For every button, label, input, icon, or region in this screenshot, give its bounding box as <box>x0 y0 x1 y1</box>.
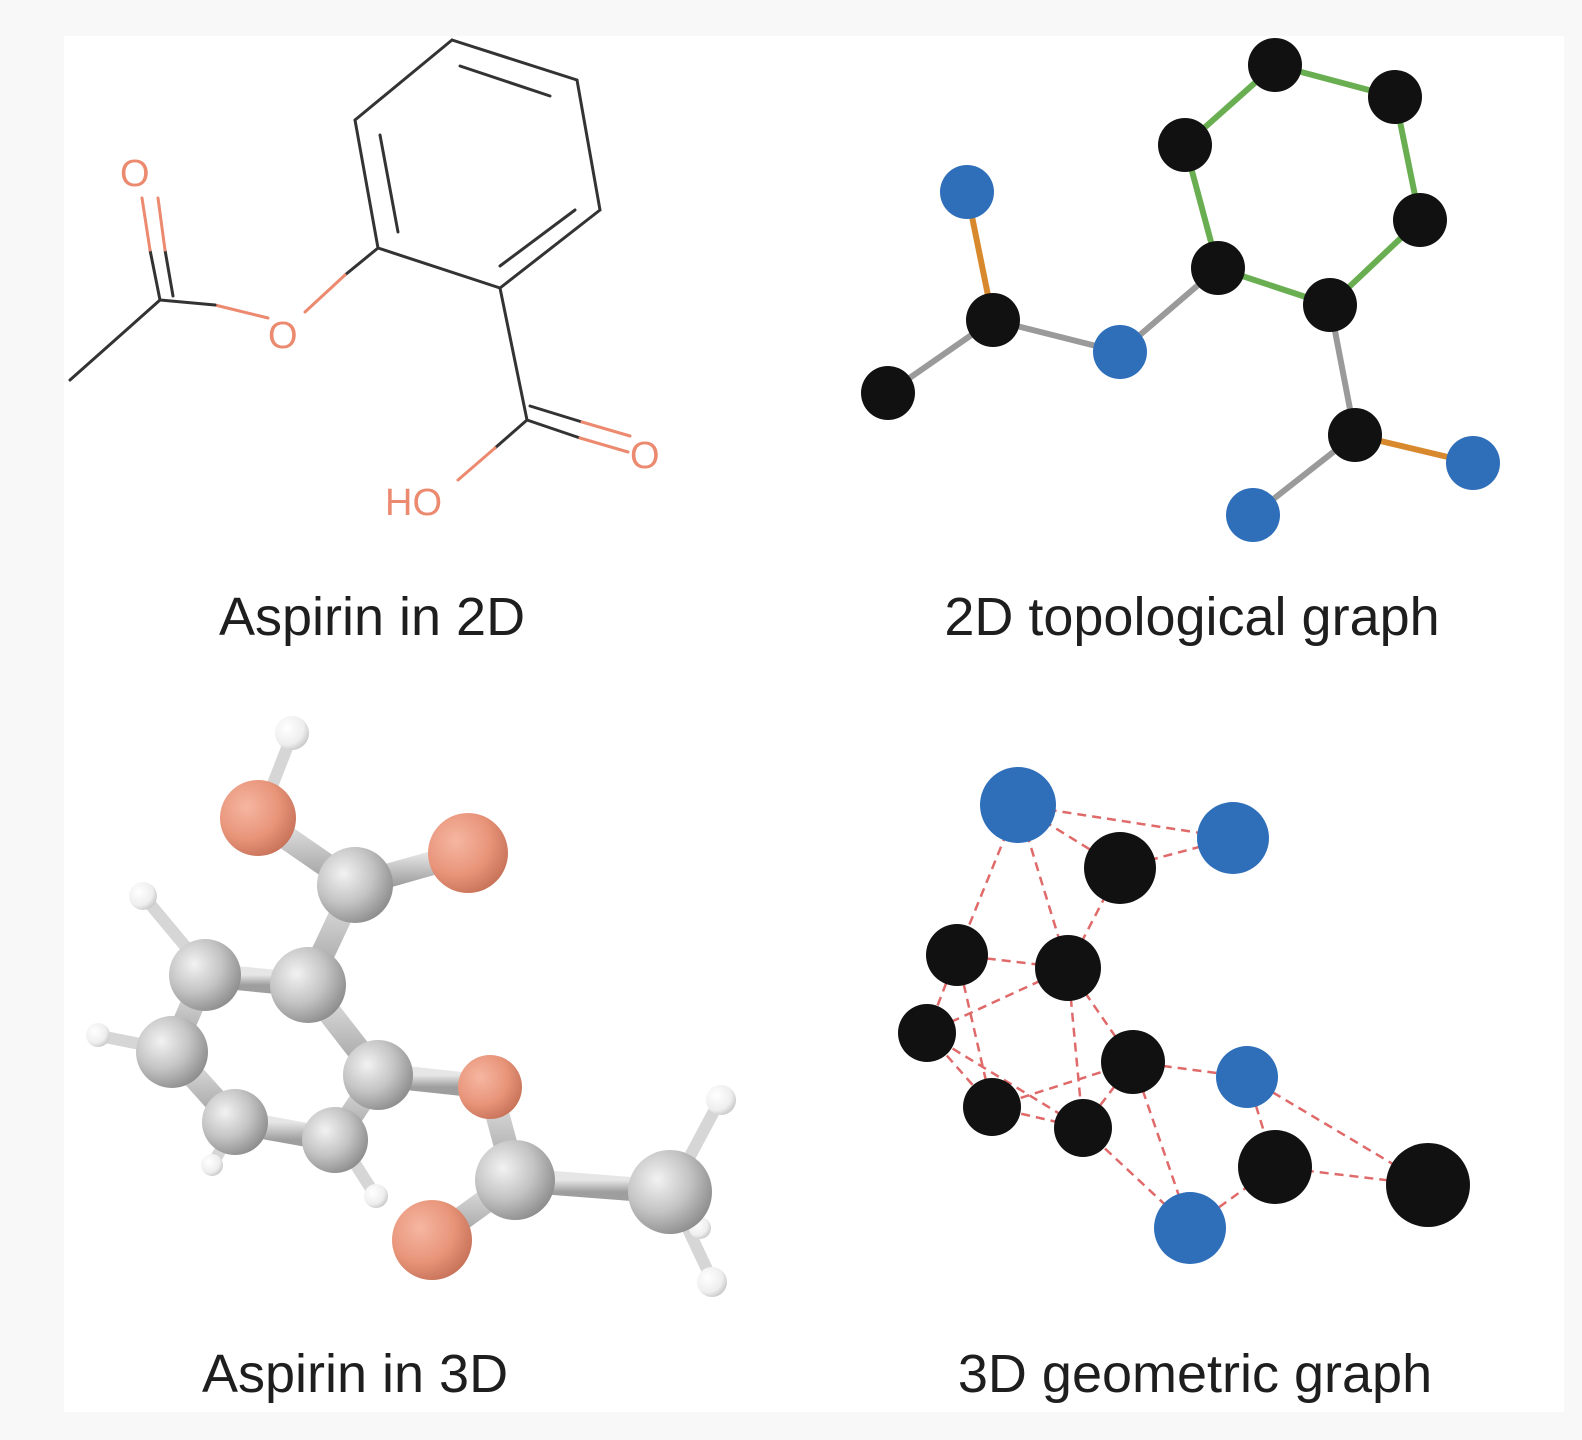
carbon-atom <box>343 1040 413 1110</box>
oxygen-node <box>1226 488 1280 542</box>
ring-bond <box>575 78 602 212</box>
oxygen-label: O <box>630 435 660 477</box>
hydrogen-atom <box>706 1085 736 1115</box>
ring-bond <box>353 118 380 250</box>
carboxyl-double-bond <box>580 420 632 438</box>
ring-carboxyl-bond <box>498 286 529 422</box>
carbon-atom <box>475 1140 555 1220</box>
oxygen-node <box>1216 1046 1278 1108</box>
ring-bond <box>450 38 579 82</box>
caption-aspirin-3d: Aspirin in 3D <box>202 1344 508 1404</box>
carboxyl-double-bond <box>578 436 630 454</box>
carbonyl-bond <box>163 248 175 298</box>
ester-o-bond <box>303 273 347 314</box>
carbonyl-bond <box>148 248 162 302</box>
aspirin-3d-model <box>86 716 736 1297</box>
ester-c-bond <box>158 298 217 307</box>
carbon-node <box>1054 1099 1112 1157</box>
carbon-atom <box>302 1107 368 1173</box>
carbon-node <box>1303 278 1357 332</box>
oxygen-node <box>1197 802 1269 874</box>
carbonyl-bond <box>156 196 167 252</box>
oxygen-node <box>1154 1192 1226 1264</box>
carbon-atom <box>628 1150 712 1234</box>
carbon-node <box>966 293 1020 347</box>
carbon-node <box>926 924 988 986</box>
hydrogen-atom <box>129 882 157 910</box>
caption-geometric-graph: 3D geometric graph <box>958 1344 1432 1404</box>
distance-edge <box>1246 1075 1429 1187</box>
carbon-node <box>1238 1130 1312 1204</box>
caption-topological-graph: 2D topological graph <box>944 587 1439 647</box>
oxygen-atom <box>428 813 508 893</box>
carbon-node <box>1328 408 1382 462</box>
distance-edge <box>955 954 994 1108</box>
carbon-node <box>861 366 915 420</box>
ring-bond <box>376 246 502 290</box>
carbon-node <box>1191 241 1245 295</box>
geometric-graph <box>898 767 1470 1264</box>
carboxyl-oh-bond <box>493 418 529 450</box>
carbon-node <box>1035 935 1101 1001</box>
hydrogen-atom <box>364 1184 388 1208</box>
carbon-atom <box>202 1089 268 1155</box>
distance-edge <box>926 1031 1084 1130</box>
carbon-atom <box>317 847 393 923</box>
ring-double-bond <box>378 133 400 234</box>
hydrogen-atom <box>86 1023 110 1047</box>
carbon-node <box>1248 38 1302 92</box>
carboxyl-double-bond <box>528 404 584 424</box>
oxygen-atom <box>458 1055 522 1119</box>
carbon-node <box>1158 118 1212 172</box>
ester-o-bond <box>213 303 270 320</box>
carboxyl-double-bond <box>525 418 582 440</box>
carbon-atom <box>270 947 346 1023</box>
carboxyl-oh-bond <box>456 446 497 482</box>
aspirin-2d-structure: O O O HO <box>68 38 660 524</box>
oxygen-node <box>1093 325 1147 379</box>
hydrogen-atom <box>201 1154 223 1176</box>
ring-ester-bond <box>343 246 380 277</box>
distance-edge <box>926 966 1069 1035</box>
figure-background <box>64 36 1564 1412</box>
methyl-bond <box>68 298 162 382</box>
oxygen-node <box>980 767 1056 843</box>
oxygen-atom <box>392 1200 472 1280</box>
hydrogen-atom <box>697 1267 727 1297</box>
carbon-node <box>1386 1143 1470 1227</box>
distance-edge <box>1066 967 1085 1129</box>
ring-double-bond <box>498 208 577 268</box>
oxygen-node <box>1446 436 1500 490</box>
carbon-node <box>1393 193 1447 247</box>
carbonyl-bond <box>140 196 152 252</box>
oxygen-label: O <box>268 315 298 357</box>
carbon-node <box>1368 70 1422 124</box>
carbon-node <box>898 1004 956 1062</box>
carbon-node <box>1101 1030 1165 1094</box>
ring-bond <box>353 38 454 122</box>
carbon-node <box>963 1078 1021 1136</box>
oxygen-atom <box>220 780 296 856</box>
ring-bond <box>498 208 602 290</box>
topological-graph <box>861 38 1500 542</box>
carbon-node <box>1084 832 1156 904</box>
hydrogen-atom <box>275 716 309 750</box>
oxygen-node <box>940 165 994 219</box>
carbon-atom <box>169 939 241 1011</box>
distance-edge <box>955 804 1020 956</box>
carbon-atom <box>136 1016 208 1088</box>
oxygen-label: O <box>120 153 150 195</box>
caption-aspirin-2d: Aspirin in 2D <box>219 587 525 647</box>
hydroxyl-label: HO <box>385 482 442 524</box>
ring-double-bond <box>458 64 552 98</box>
